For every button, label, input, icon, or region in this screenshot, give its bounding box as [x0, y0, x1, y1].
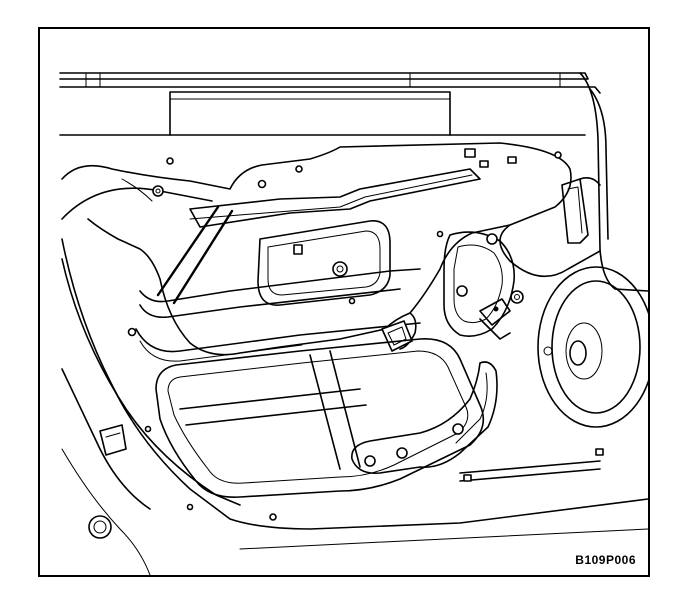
upper-door-rail — [59, 72, 601, 136]
lower-brace — [351, 361, 498, 475]
hinge-bracket — [99, 424, 127, 456]
lock-connector — [381, 320, 413, 352]
access-opening-lower — [155, 338, 485, 498]
diagram-frame: B109P006 — [38, 27, 650, 577]
door-inner-panel-drawing — [59, 72, 648, 575]
inner-panel-outline — [61, 142, 648, 575]
access-opening-upper — [257, 220, 391, 306]
door-edge-right — [579, 72, 648, 292]
lower-sill-rail — [459, 448, 604, 482]
drain-grommet — [88, 515, 112, 539]
window-channel — [189, 148, 517, 228]
fastener-holes — [127, 151, 562, 521]
wiring-harness — [87, 178, 511, 356]
regulator-rails — [135, 205, 421, 362]
rear-glass-channel — [561, 177, 601, 244]
figure-code-label: B109P006 — [575, 553, 636, 567]
speaker-opening — [537, 266, 648, 428]
latch-bracket — [443, 231, 524, 337]
